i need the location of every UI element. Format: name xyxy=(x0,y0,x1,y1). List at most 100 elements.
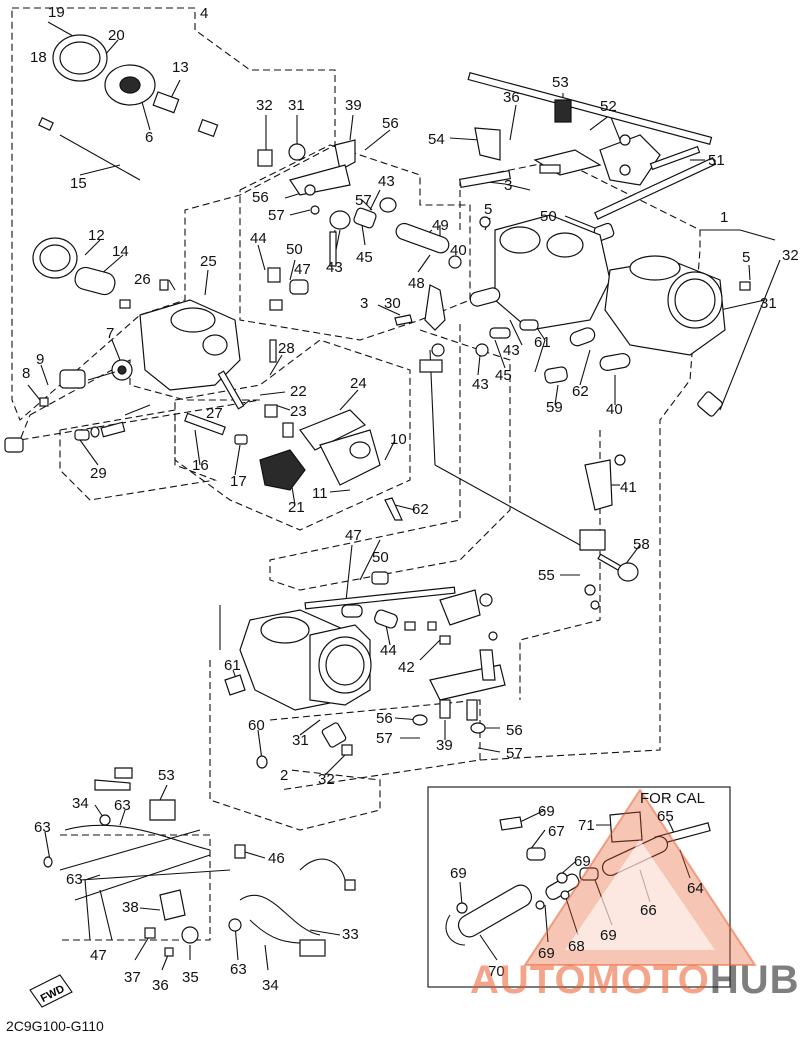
callout-57-31: 57 xyxy=(268,207,285,224)
watermark-right: HUB xyxy=(709,958,800,1002)
callout-50-67: 50 xyxy=(372,549,389,566)
sensor xyxy=(554,99,572,123)
callout-47-66: 47 xyxy=(345,527,362,544)
callout-45-59: 45 xyxy=(495,367,512,384)
callout-52-46: 52 xyxy=(600,98,617,115)
callout-36-44: 36 xyxy=(503,89,520,106)
callout-31-72: 31 xyxy=(292,732,309,749)
callout-32-74: 32 xyxy=(318,771,335,788)
throttle-cap xyxy=(259,449,306,491)
callout-21-17: 21 xyxy=(288,499,305,516)
callout-58-64: 58 xyxy=(633,536,650,553)
callout-41-63: 41 xyxy=(620,479,637,496)
callout-31-55: 31 xyxy=(760,295,777,312)
callout-61-70: 61 xyxy=(224,657,241,674)
part-shapes xyxy=(4,34,751,1008)
callout-69-105: 69 xyxy=(450,865,467,882)
callout-9-13: 9 xyxy=(36,351,44,368)
callout-56-75: 56 xyxy=(376,710,393,727)
callout-69-98: 69 xyxy=(574,853,591,870)
callout-13-4: 13 xyxy=(172,59,189,76)
watermark: AUTOMOTOHUB xyxy=(470,958,800,1003)
callout-1-52: 1 xyxy=(720,209,728,226)
callout-44-34: 44 xyxy=(250,230,267,247)
plug xyxy=(4,437,24,453)
callout-16-15: 16 xyxy=(192,457,209,474)
callout-51-48: 51 xyxy=(708,152,725,169)
callout-71-96: 71 xyxy=(578,817,595,834)
callout-38-86: 38 xyxy=(122,899,139,916)
callout-4-3: 4 xyxy=(200,5,208,22)
callout-56-30: 56 xyxy=(252,189,269,206)
callout-63-83: 63 xyxy=(34,819,51,836)
callout-29-14: 29 xyxy=(90,465,107,482)
callout-40-40: 40 xyxy=(450,242,467,259)
callout-15-6: 15 xyxy=(70,175,87,192)
wire-connector xyxy=(299,939,326,957)
callout-61-56: 61 xyxy=(534,334,551,351)
for-cal-label: FOR CAL xyxy=(640,790,706,807)
callout-63-85: 63 xyxy=(66,871,83,888)
callout-68-102: 68 xyxy=(568,938,585,955)
callout-5-54: 5 xyxy=(742,249,750,266)
callout-34-93: 34 xyxy=(262,977,279,994)
callout-65-97: 65 xyxy=(657,808,674,825)
callout-54-47: 54 xyxy=(428,131,445,148)
callout-22-20: 22 xyxy=(290,383,307,400)
spring xyxy=(152,91,180,114)
callout-30-43: 30 xyxy=(384,295,401,312)
connector-block xyxy=(149,799,176,821)
callout-63-92: 63 xyxy=(230,961,247,978)
callout-69-101: 69 xyxy=(600,927,617,944)
callout-49-39: 49 xyxy=(432,217,449,234)
callout-24-22: 24 xyxy=(350,375,367,392)
callout-59-60: 59 xyxy=(546,399,563,416)
link-arm xyxy=(289,164,351,196)
jet xyxy=(257,149,273,167)
callout-6-5: 6 xyxy=(145,129,153,146)
callout-23-21: 23 xyxy=(290,403,307,420)
callout-57-76: 57 xyxy=(376,730,393,747)
callout-47-87: 47 xyxy=(90,947,107,964)
callout-55-65: 55 xyxy=(538,567,555,584)
callout-3-49: 3 xyxy=(504,177,512,194)
valve-block xyxy=(59,369,86,389)
callout-53-80: 53 xyxy=(158,767,175,784)
joint xyxy=(395,222,450,254)
throttle-shaft xyxy=(467,72,713,145)
callout-43-58: 43 xyxy=(472,376,489,393)
callout-43-33: 43 xyxy=(378,173,395,190)
callout-33-88: 33 xyxy=(342,926,359,943)
callout-50-51: 50 xyxy=(540,208,557,225)
callout-26-9: 26 xyxy=(134,271,151,288)
callout-37-89: 37 xyxy=(124,969,141,986)
callout-14-8: 14 xyxy=(112,243,129,260)
callout-57-32: 57 xyxy=(355,192,372,209)
callout-43-37: 43 xyxy=(326,259,343,276)
callout-19-0: 19 xyxy=(48,4,65,21)
callout-66-100: 66 xyxy=(640,902,657,919)
callout-32-53: 32 xyxy=(782,247,799,264)
callout-60-71: 60 xyxy=(248,717,265,734)
callout-32-26: 32 xyxy=(256,97,273,114)
callout-36-90: 36 xyxy=(152,977,169,994)
callout-44-68: 44 xyxy=(380,642,397,659)
callout-17-16: 17 xyxy=(230,473,247,490)
callout-10-23: 10 xyxy=(390,431,407,448)
watermark-left: AUTOMOTO xyxy=(470,958,710,1002)
callout-70-104: 70 xyxy=(488,963,505,980)
callout-11-24: 11 xyxy=(312,485,328,502)
callout-3-42: 3 xyxy=(360,295,368,312)
callout-56-78: 56 xyxy=(506,722,523,739)
callout-2-73: 2 xyxy=(280,767,288,784)
callout-28-19: 28 xyxy=(278,340,295,357)
callout-45-38: 45 xyxy=(356,249,373,266)
hose-long xyxy=(457,884,533,938)
callout-69-103: 69 xyxy=(538,945,555,962)
callout-53-45: 53 xyxy=(552,74,569,91)
callout-56-29: 56 xyxy=(382,115,399,132)
reference-code: 2C9G100-G110 xyxy=(6,1018,104,1034)
